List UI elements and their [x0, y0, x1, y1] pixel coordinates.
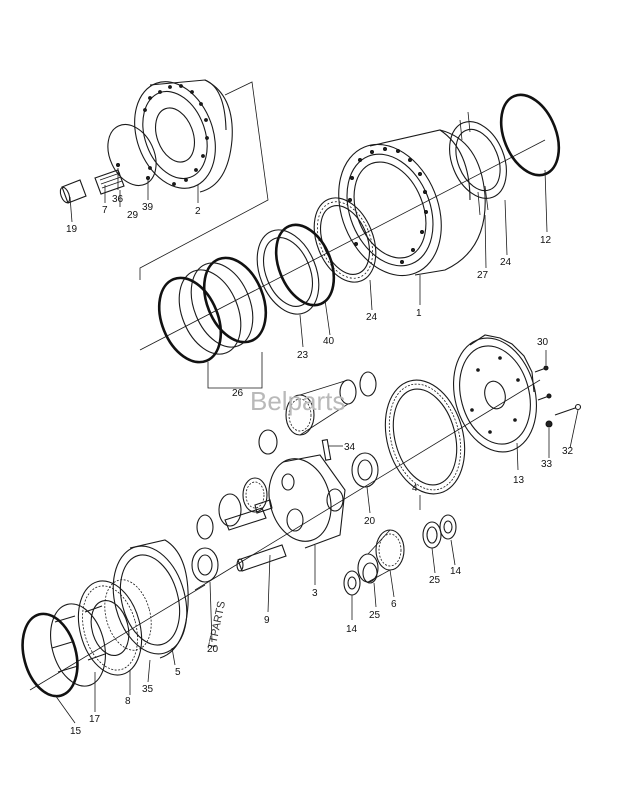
part-19-bushing[interactable] [59, 179, 87, 204]
callout-24-top: 24 [500, 257, 512, 268]
leader-lines [54, 168, 579, 724]
callout-23: 23 [297, 350, 309, 361]
part-12-o-ring[interactable] [490, 86, 570, 183]
callout-4: 4 [412, 483, 418, 494]
part-23-floating-seal[interactable] [246, 221, 331, 324]
callout-17: 17 [89, 714, 101, 725]
callout-33: 33 [541, 459, 553, 470]
part-5-ring[interactable] [102, 538, 198, 662]
part-34-pin[interactable] [321, 438, 332, 461]
callout-20-lower: 20 [207, 644, 219, 655]
callout-9: 9 [264, 615, 270, 626]
callout-7: 7 [102, 205, 108, 216]
callout-19: 19 [66, 224, 78, 235]
part-14-washer-right[interactable] [439, 514, 457, 540]
part-6-sun-gear[interactable] [357, 529, 405, 583]
callout-12: 12 [540, 235, 552, 246]
part-3-planet-carrier[interactable] [260, 452, 346, 549]
callout-40: 40 [323, 336, 335, 347]
callout-5: 5 [175, 667, 181, 678]
part-15-o-ring[interactable] [14, 608, 86, 703]
callout-36: 36 [112, 194, 124, 205]
top-axis-line [139, 139, 546, 351]
part-9-planet-pins[interactable] [224, 499, 287, 572]
part-8-gear-carrier[interactable] [69, 574, 152, 682]
part-24-front-bearing[interactable] [303, 189, 388, 292]
part-40-o-ring[interactable] [265, 216, 345, 313]
callout-8: 8 [125, 696, 131, 707]
part-33-washer[interactable] [545, 420, 553, 428]
callout-20-upper: 20 [364, 516, 376, 527]
part-25-bearing-left[interactable] [362, 562, 378, 584]
part-2-hub-housing[interactable] [120, 70, 233, 199]
callout-14-right: 14 [450, 566, 462, 577]
part-30-bolts[interactable] [534, 365, 552, 401]
watermark-text: Belparts [250, 386, 345, 416]
part-13-cover-plate[interactable] [441, 329, 548, 462]
callout-6: 6 [391, 599, 397, 610]
part-26-seal-group[interactable] [148, 249, 278, 389]
part-32-bolt[interactable] [554, 403, 582, 416]
part-29-seal-ring[interactable] [99, 117, 166, 194]
callout-1: 1 [416, 308, 422, 319]
part-20-thrust-washer-lower[interactable] [191, 547, 219, 583]
callout-32: 32 [562, 446, 574, 457]
callout-labels: 1 2 3 4 5 6 7 8 9 12 13 14 14 15 17 19 2… [66, 194, 574, 737]
part-17-carrier-hub[interactable] [42, 598, 114, 693]
callout-30: 30 [537, 337, 549, 348]
callout-27: 27 [477, 270, 489, 281]
callout-2: 2 [195, 206, 201, 217]
part-14-washer-left[interactable] [343, 570, 361, 596]
callout-13: 13 [513, 475, 525, 486]
middle-axis-line [194, 379, 541, 591]
callout-14-left: 14 [346, 624, 358, 635]
callout-25-left: 25 [369, 610, 381, 621]
callout-25-right: 25 [429, 575, 441, 586]
callout-34: 34 [344, 442, 356, 453]
callout-35: 35 [142, 684, 154, 695]
bottom-axis-line [29, 584, 206, 691]
callout-3: 3 [312, 588, 318, 599]
part-4-ring-gear[interactable] [373, 371, 476, 503]
part-2-bracket-line [139, 81, 269, 280]
callout-24-bottom: 24 [366, 312, 378, 323]
callout-26: 26 [232, 388, 244, 399]
callout-29: 29 [127, 210, 139, 221]
part-25-bearing-right[interactable] [422, 521, 442, 549]
callout-39: 39 [142, 202, 154, 213]
sun-gear-upper[interactable] [258, 371, 377, 455]
planet-gears-middle[interactable] [196, 477, 268, 540]
part-24-rear-bearing[interactable] [439, 111, 517, 216]
part-35-gear-teeth[interactable] [97, 575, 158, 656]
callout-15: 15 [70, 726, 82, 737]
part-1-drum-housing[interactable] [320, 129, 486, 291]
part-20-thrust-washer-upper[interactable] [351, 452, 379, 488]
